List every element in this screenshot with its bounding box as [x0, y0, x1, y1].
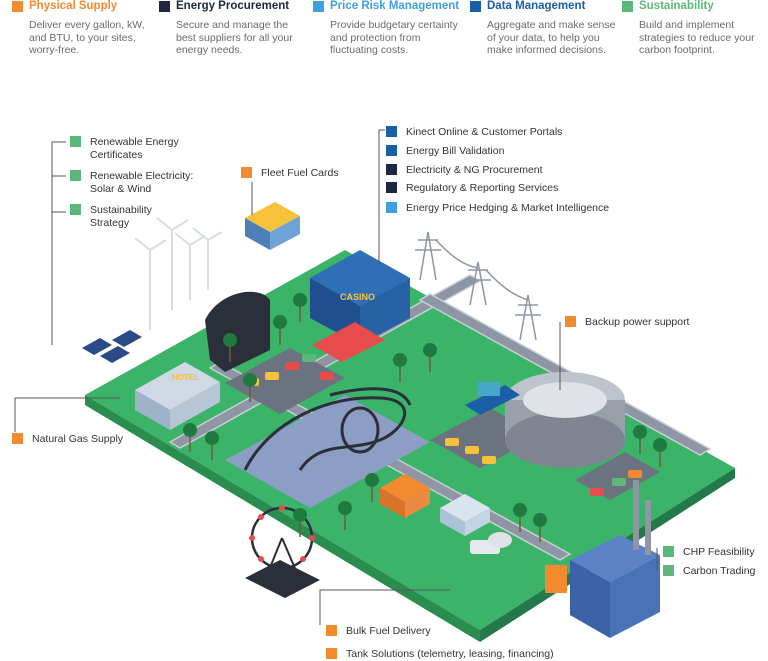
header-desc: Deliver every gallon, kW, and BTU, to yo…	[29, 19, 145, 56]
wind-turbines	[134, 217, 223, 330]
label-fleet-fuel-cards: Fleet Fuel Cards	[241, 167, 339, 180]
palm-trees	[183, 293, 667, 527]
casino-sign: CASINO	[340, 292, 375, 302]
energy-procurement-swatch	[386, 182, 397, 193]
header-desc: Build and implement strategies to reduce…	[639, 19, 755, 56]
ground-edge-left	[85, 395, 480, 642]
energy-procurement-swatch	[159, 0, 170, 12]
solar-panels	[82, 330, 142, 363]
header-title: Energy Procurement	[176, 0, 290, 12]
label-sustainability-strategy: Sustainability Strategy	[70, 204, 180, 229]
label-chp-feasibility: CHP Feasibility	[663, 546, 755, 559]
label-text: Kinect Online & Customer Portals	[406, 126, 563, 138]
label-text: Natural Gas Supply	[32, 433, 124, 445]
label-renewable-electricity: Renewable Electricity: Solar & Wind	[70, 170, 210, 195]
casino-building: CASINO	[310, 250, 410, 362]
data-management-swatch	[386, 126, 397, 137]
industrial-plant	[545, 480, 660, 638]
power-pylons	[415, 231, 541, 341]
fuel-station	[245, 202, 300, 250]
label-text: CHP Feasibility	[683, 546, 755, 558]
data-management-swatch	[470, 0, 481, 12]
header-energy-procurement: Energy Procurement Secure and manage the…	[159, 0, 307, 57]
hotel-sign: HOTEL	[172, 373, 199, 382]
physical-supply-swatch	[12, 0, 23, 12]
label-regulatory: Regulatory & Reporting Services	[386, 182, 558, 195]
hotel-building: HOTEL	[135, 291, 270, 430]
label-carbon-trading: Carbon Trading	[663, 565, 755, 578]
stadium	[465, 372, 625, 468]
roller-coaster	[243, 387, 412, 471]
label-text: Renewable Energy Certificates	[90, 136, 179, 161]
header-desc: Provide budgetary certainty and protecti…	[330, 19, 458, 56]
energy-procurement-swatch	[386, 164, 397, 175]
sustainability-swatch	[663, 546, 674, 557]
sustainability-swatch	[70, 204, 81, 215]
label-text: Carbon Trading	[683, 565, 756, 577]
header-title: Physical Supply	[29, 0, 118, 12]
physical-supply-swatch	[326, 625, 337, 636]
physical-supply-swatch	[12, 433, 23, 444]
header-title: Price Risk Management	[330, 0, 460, 12]
sustainability-swatch	[70, 136, 81, 147]
physical-supply-swatch	[565, 316, 576, 327]
leader-lines	[14, 129, 658, 625]
label-tank-solutions: Tank Solutions (telemetry, leasing, fina…	[326, 648, 554, 661]
cars	[245, 354, 642, 496]
header-physical-supply: Physical Supply Deliver every gallon, kW…	[12, 0, 160, 57]
label-text: Electricity & NG Procurement	[406, 164, 543, 176]
header-price-risk: Price Risk Management Provide budgetary …	[313, 0, 461, 57]
sustainability-swatch	[70, 170, 81, 181]
price-risk-swatch	[313, 0, 324, 12]
label-text: Regulatory & Reporting Services	[406, 182, 559, 194]
label-text: Tank Solutions (telemetry, leasing, fina…	[346, 648, 554, 660]
label-text: Energy Bill Validation	[406, 145, 505, 157]
header-desc: Aggregate and make sense of your data, t…	[487, 19, 616, 56]
label-text: Sustainability Strategy	[90, 204, 152, 229]
label-elec-ng-procurement: Electricity & NG Procurement	[386, 164, 543, 177]
label-renewable-certificates: Renewable Energy Certificates	[70, 136, 200, 161]
price-risk-swatch	[386, 202, 397, 213]
physical-supply-swatch	[241, 167, 252, 178]
palm-trunks	[189, 306, 661, 542]
data-management-swatch	[386, 145, 397, 156]
label-kinect: Kinect Online & Customer Portals	[386, 126, 562, 139]
physical-supply-swatch	[326, 648, 337, 659]
label-text: Fleet Fuel Cards	[261, 167, 339, 179]
label-natural-gas-supply: Natural Gas Supply	[12, 433, 123, 446]
label-bill-validation: Energy Bill Validation	[386, 145, 504, 158]
sustainability-swatch	[663, 565, 674, 576]
label-text: Backup power support	[585, 316, 690, 328]
sustainability-swatch	[622, 0, 633, 12]
label-text: Renewable Electricity: Solar & Wind	[90, 170, 194, 195]
parking-lot-left	[225, 348, 345, 414]
header-title: Data Management	[487, 0, 586, 12]
label-text: Energy Price Hedging & Market Intelligen…	[406, 202, 610, 214]
shops	[380, 474, 512, 554]
header-title: Sustainability	[639, 0, 714, 12]
label-text: Bulk Fuel Delivery	[346, 625, 431, 637]
header-data-management: Data Management Aggregate and make sense…	[470, 0, 618, 57]
header-sustainability: Sustainability Build and implement strat…	[622, 0, 768, 57]
label-backup-power: Backup power support	[565, 316, 689, 329]
label-hedging: Energy Price Hedging & Market Intelligen…	[386, 202, 609, 215]
label-bulk-fuel-delivery: Bulk Fuel Delivery	[326, 625, 431, 638]
header-desc: Secure and manage the best suppliers for…	[176, 19, 293, 56]
